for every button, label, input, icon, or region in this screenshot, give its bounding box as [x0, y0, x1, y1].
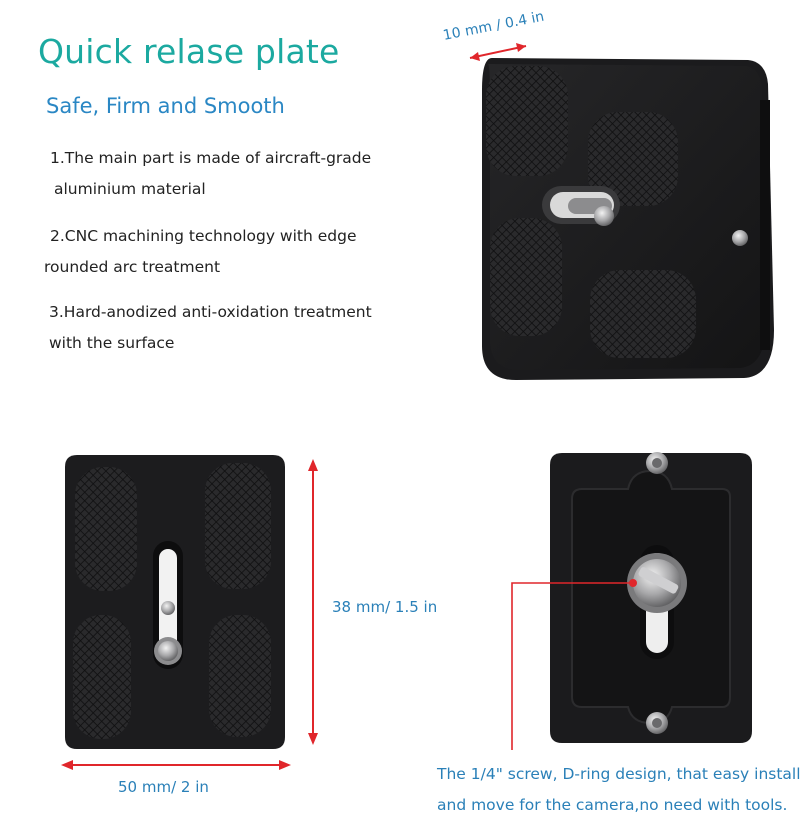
screw-caption-line-2: and move for the camera,no need with too… — [437, 796, 788, 814]
feature-2-line-1: 2.CNC machining technology with edge — [50, 227, 357, 245]
feature-3-line-2: with the surface — [49, 334, 175, 352]
height-label: 38 mm/ 1.5 in — [332, 598, 438, 616]
feature-2-line-2: rounded arc treatment — [44, 258, 221, 276]
thickness-label: 10 mm / 0.4 in — [442, 9, 546, 44]
feature-3: 3.Hard-anodized anti-oxidation treatment… — [49, 297, 372, 359]
feature-1-line-1: 1.The main part is made of aircraft-grad… — [50, 149, 372, 167]
screw-caption-line-1: The 1/4" screw, D-ring design, that easy… — [437, 765, 800, 783]
width-label: 50 mm/ 2 in — [118, 778, 209, 796]
page-subtitle: Safe, Firm and Smooth — [46, 94, 285, 118]
feature-3-line-1: 3.Hard-anodized anti-oxidation treatment — [49, 303, 372, 321]
plate-bottom-view-image — [511, 452, 752, 750]
plate-perspective-image: 10 mm / 0.4 in — [442, 9, 774, 380]
screw-caption: The 1/4" screw, D-ring design, that easy… — [437, 759, 800, 821]
plate-top-view-image — [61, 455, 318, 770]
page-title: Quick relase plate — [38, 32, 340, 71]
feature-1-line-2: aluminium material — [54, 180, 206, 198]
feature-1: 1.The main part is made of aircraft-grad… — [50, 143, 371, 205]
feature-2: 2.CNC machining technology with edge rou… — [44, 221, 356, 283]
